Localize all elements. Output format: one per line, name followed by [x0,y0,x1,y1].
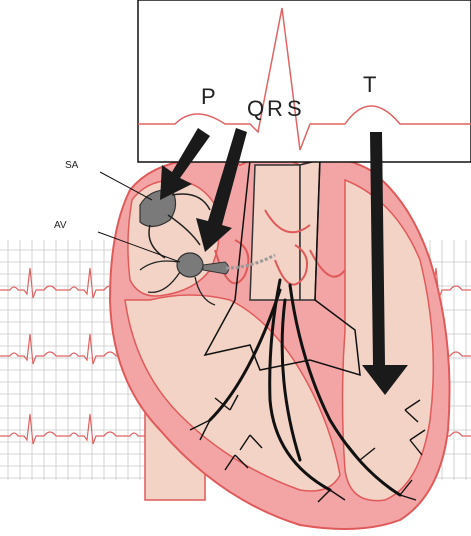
wave-label-t: T [363,72,376,97]
wave-label-p: P [201,84,216,109]
sa-label: SA [65,160,79,171]
av-label: AV [54,220,67,231]
wave-label-q: Q [247,96,264,121]
ecg-panel [138,0,471,162]
wave-label-r: R [267,96,283,121]
wave-label-s: S [287,96,302,121]
